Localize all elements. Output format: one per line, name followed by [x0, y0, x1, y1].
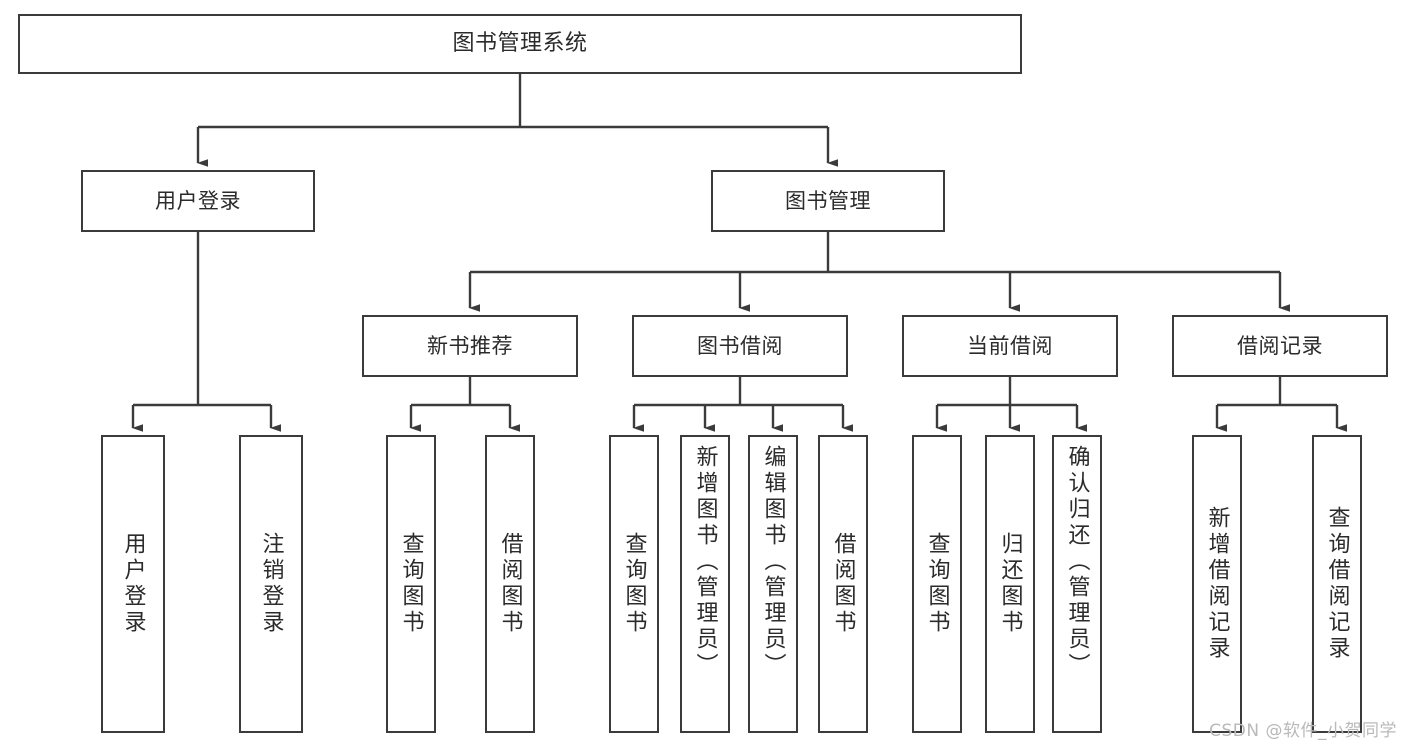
- node-leaf-add-book-admin[interactable]: 新增图书（管理员）: [680, 435, 730, 733]
- node-leaf-borrow-book[interactable]: 借阅图书: [818, 435, 868, 733]
- node-leaf-query-book-cur-label: 查询图书: [924, 532, 950, 636]
- node-leaf-user-logout[interactable]: 注销登录: [239, 435, 303, 733]
- node-leaf-query-borrow-record-label: 查询借阅记录: [1324, 506, 1350, 662]
- node-leaf-user-login-label: 用户登录: [120, 532, 146, 636]
- node-current-borrow[interactable]: 当前借阅: [902, 315, 1118, 377]
- node-book-borrow[interactable]: 图书借阅: [632, 315, 848, 377]
- node-user-login-label: 用户登录: [155, 188, 241, 213]
- node-leaf-query-book-cur[interactable]: 查询图书: [912, 435, 962, 733]
- node-leaf-query-borrow-record[interactable]: 查询借阅记录: [1312, 435, 1362, 733]
- csdn-watermark: CSDN @软件_小贺同学: [1209, 721, 1397, 741]
- node-book-borrow-label: 图书借阅: [697, 333, 783, 358]
- node-user-login[interactable]: 用户登录: [81, 170, 315, 232]
- node-leaf-edit-book-admin[interactable]: 编辑图书（管理员）: [748, 435, 798, 733]
- node-leaf-user-logout-label: 注销登录: [258, 532, 284, 636]
- node-book-manage[interactable]: 图书管理: [711, 170, 945, 232]
- node-current-borrow-label: 当前借阅: [967, 333, 1053, 358]
- node-leaf-borrow-book-rec[interactable]: 借阅图书: [485, 435, 535, 733]
- node-borrow-record-label: 借阅记录: [1237, 333, 1323, 358]
- node-book-manage-label: 图书管理: [785, 188, 871, 213]
- node-root[interactable]: 图书管理系统: [18, 14, 1022, 74]
- node-new-book-recommend-label: 新书推荐: [427, 333, 513, 358]
- node-leaf-borrow-book-label: 借阅图书: [830, 532, 856, 636]
- node-new-book-recommend[interactable]: 新书推荐: [362, 315, 578, 377]
- node-leaf-return-book[interactable]: 归还图书: [985, 435, 1035, 733]
- node-leaf-add-book-admin-label: 新增图书（管理员）: [692, 445, 718, 679]
- node-leaf-confirm-return-admin[interactable]: 确认归还（管理员）: [1052, 435, 1102, 733]
- node-leaf-add-borrow-record-label: 新增借阅记录: [1204, 506, 1230, 662]
- node-leaf-query-book-rec[interactable]: 查询图书: [386, 435, 436, 733]
- node-leaf-borrow-book-rec-label: 借阅图书: [497, 532, 523, 636]
- node-leaf-add-borrow-record[interactable]: 新增借阅记录: [1192, 435, 1242, 733]
- node-leaf-confirm-return-admin-label: 确认归还（管理员）: [1064, 445, 1090, 679]
- node-leaf-user-login[interactable]: 用户登录: [101, 435, 165, 733]
- node-root-label: 图书管理系统: [452, 31, 588, 57]
- node-leaf-return-book-label: 归还图书: [997, 532, 1023, 636]
- node-borrow-record[interactable]: 借阅记录: [1172, 315, 1388, 377]
- node-leaf-edit-book-admin-label: 编辑图书（管理员）: [760, 445, 786, 679]
- node-leaf-query-book-borrow-label: 查询图书: [621, 532, 647, 636]
- node-leaf-query-book-rec-label: 查询图书: [398, 532, 424, 636]
- node-leaf-query-book-borrow[interactable]: 查询图书: [609, 435, 659, 733]
